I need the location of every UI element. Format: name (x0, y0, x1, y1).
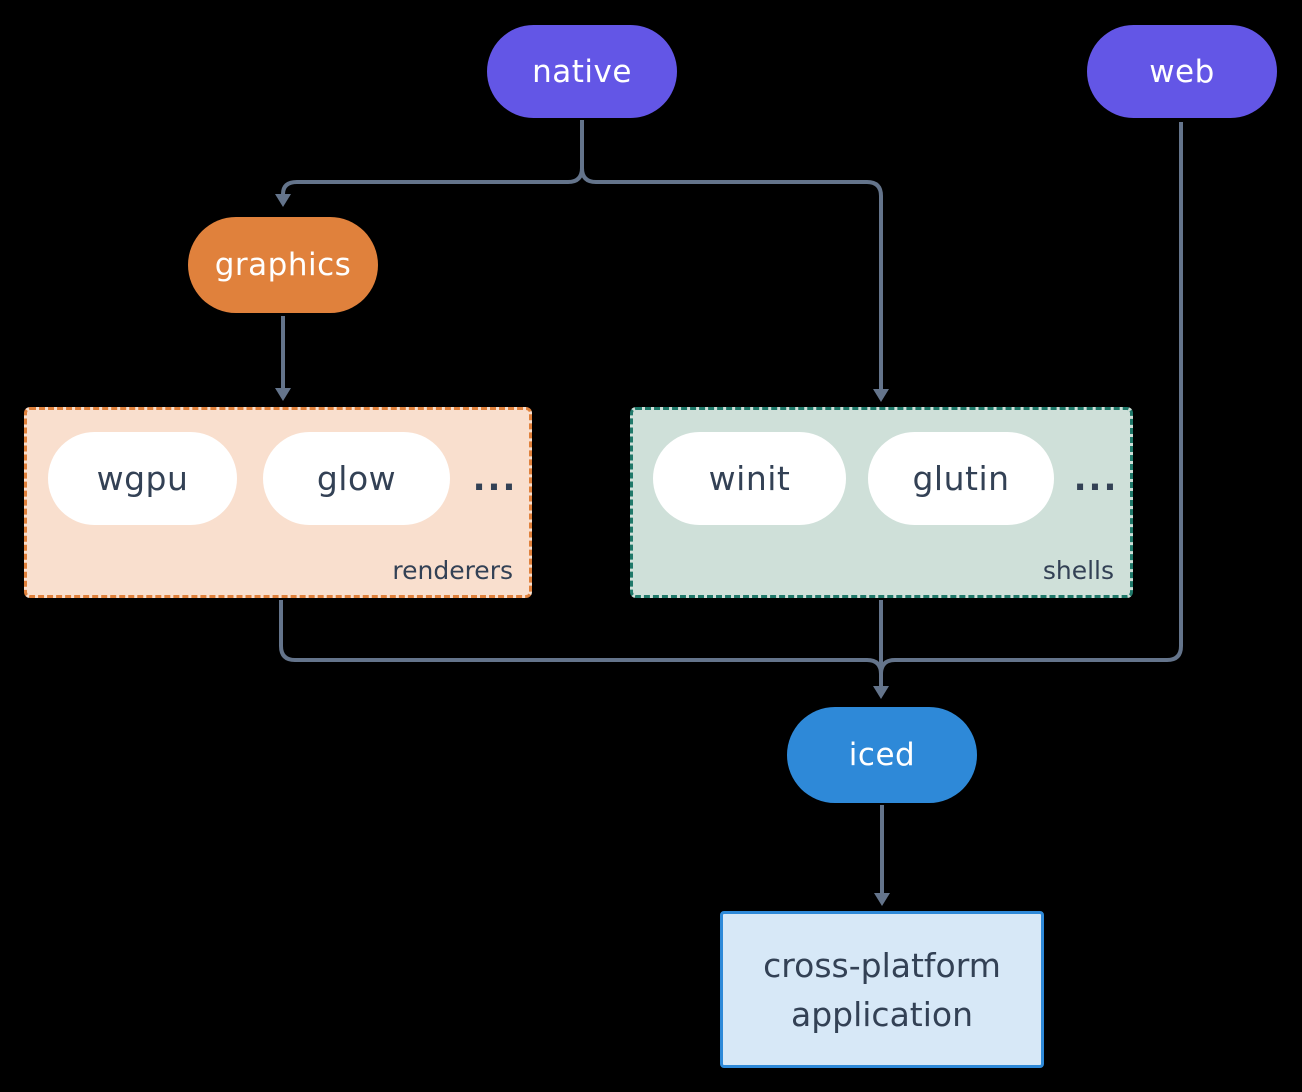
iced-node: iced (787, 707, 977, 803)
glow-node-label: glow (316, 459, 397, 498)
app-label-line2: application (790, 994, 974, 1034)
shells-group-label: shells (1042, 556, 1114, 585)
iced-node-label: iced (848, 737, 916, 773)
arrowhead-app (874, 893, 890, 906)
edge-native-to-shells (580, 120, 883, 389)
winit-node-label: winit (708, 459, 791, 498)
graphics-node: graphics (188, 217, 378, 313)
arrowhead-graphics (275, 194, 291, 207)
shells-ellipsis: ... (1073, 458, 1119, 499)
arrowhead-shells (873, 389, 889, 402)
wgpu-node: wgpu (48, 432, 237, 525)
glow-node: glow (263, 432, 450, 525)
native-node-label: native (532, 53, 632, 90)
edge-renderers-to-junction (279, 600, 883, 675)
arrowhead-renderers (275, 388, 291, 401)
renderers-group-label: renderers (392, 556, 513, 585)
renderers-ellipsis: ... (472, 458, 518, 499)
glutin-node-label: glutin (912, 459, 1010, 498)
wgpu-node-label: wgpu (96, 459, 189, 498)
renderers-group: wgpu glow ... renderers (24, 407, 532, 598)
cross-platform-application-node: cross-platform application (720, 911, 1044, 1068)
glutin-node: glutin (868, 432, 1054, 525)
web-node: web (1087, 25, 1277, 118)
web-node-label: web (1149, 53, 1215, 90)
graphics-node-label: graphics (214, 247, 352, 283)
native-node: native (487, 25, 677, 118)
arrowhead-iced (873, 686, 889, 699)
edge-native-to-graphics (281, 120, 584, 195)
app-label-line1: cross-platform (763, 945, 1001, 985)
winit-node: winit (653, 432, 846, 525)
shells-group: winit glutin ... shells (630, 407, 1133, 598)
